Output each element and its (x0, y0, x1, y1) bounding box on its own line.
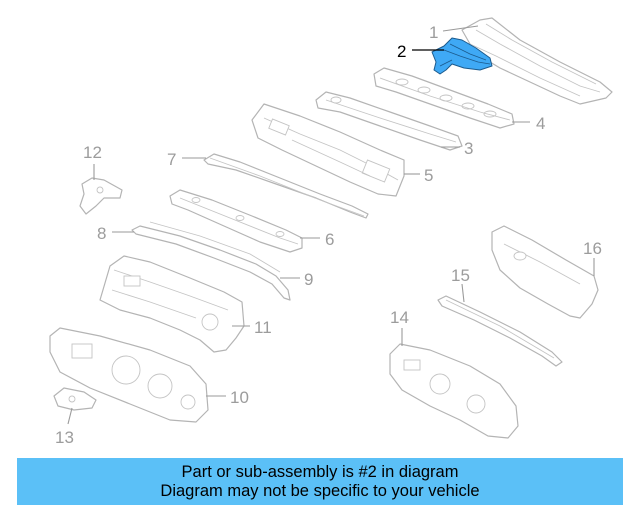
part-7-strip[interactable] (203, 153, 369, 219)
callout-9[interactable]: 9 (304, 270, 313, 289)
callout-3[interactable]: 3 (464, 139, 473, 158)
callout-6[interactable]: 6 (325, 230, 334, 249)
part-2-highlighted[interactable] (431, 37, 493, 75)
callout-4[interactable]: 4 (536, 114, 545, 133)
callout-15[interactable]: 15 (451, 266, 470, 285)
callout-8[interactable]: 8 (97, 224, 106, 243)
parts-diagram: 1 2 3 4 5 6 7 8 9 10 11 12 13 14 15 16 (49, 17, 613, 447)
part-16-insulator[interactable] (491, 225, 599, 319)
callout-13[interactable]: 13 (55, 428, 74, 447)
part-3-cowl-bar[interactable] (315, 91, 463, 151)
part-11-insulator[interactable] (99, 255, 245, 353)
banner-line-part: Part or sub-assembly is #2 in diagram (181, 462, 459, 481)
leader-13 (67, 407, 73, 425)
part-4-cowl-inner[interactable] (373, 67, 515, 129)
part-6-reinforcement[interactable] (169, 189, 303, 253)
part-10-lower-panel[interactable] (49, 327, 209, 423)
part-13-pad[interactable] (53, 387, 97, 411)
callout-2[interactable]: 2 (397, 42, 406, 61)
callout-1[interactable]: 1 (429, 23, 438, 42)
leader-15 (461, 283, 465, 303)
info-banner: Part or sub-assembly is #2 in diagram Di… (17, 458, 623, 505)
part-14-insulator[interactable] (389, 343, 519, 439)
part-12-bracket[interactable] (79, 177, 123, 215)
part-5-dash-upper[interactable] (251, 103, 405, 197)
callout-5[interactable]: 5 (424, 166, 433, 185)
leader-1 (442, 25, 479, 32)
part-9-seal[interactable] (131, 221, 291, 301)
callout-7[interactable]: 7 (167, 150, 176, 169)
callout-10[interactable]: 10 (230, 388, 249, 407)
callout-16[interactable]: 16 (583, 239, 602, 258)
callout-11[interactable]: 11 (254, 318, 272, 337)
banner-line-disclaimer: Diagram may not be specific to your vehi… (160, 481, 480, 500)
callout-12[interactable]: 12 (83, 143, 102, 162)
callout-14[interactable]: 14 (390, 308, 409, 327)
part-15-brace[interactable] (437, 295, 563, 367)
